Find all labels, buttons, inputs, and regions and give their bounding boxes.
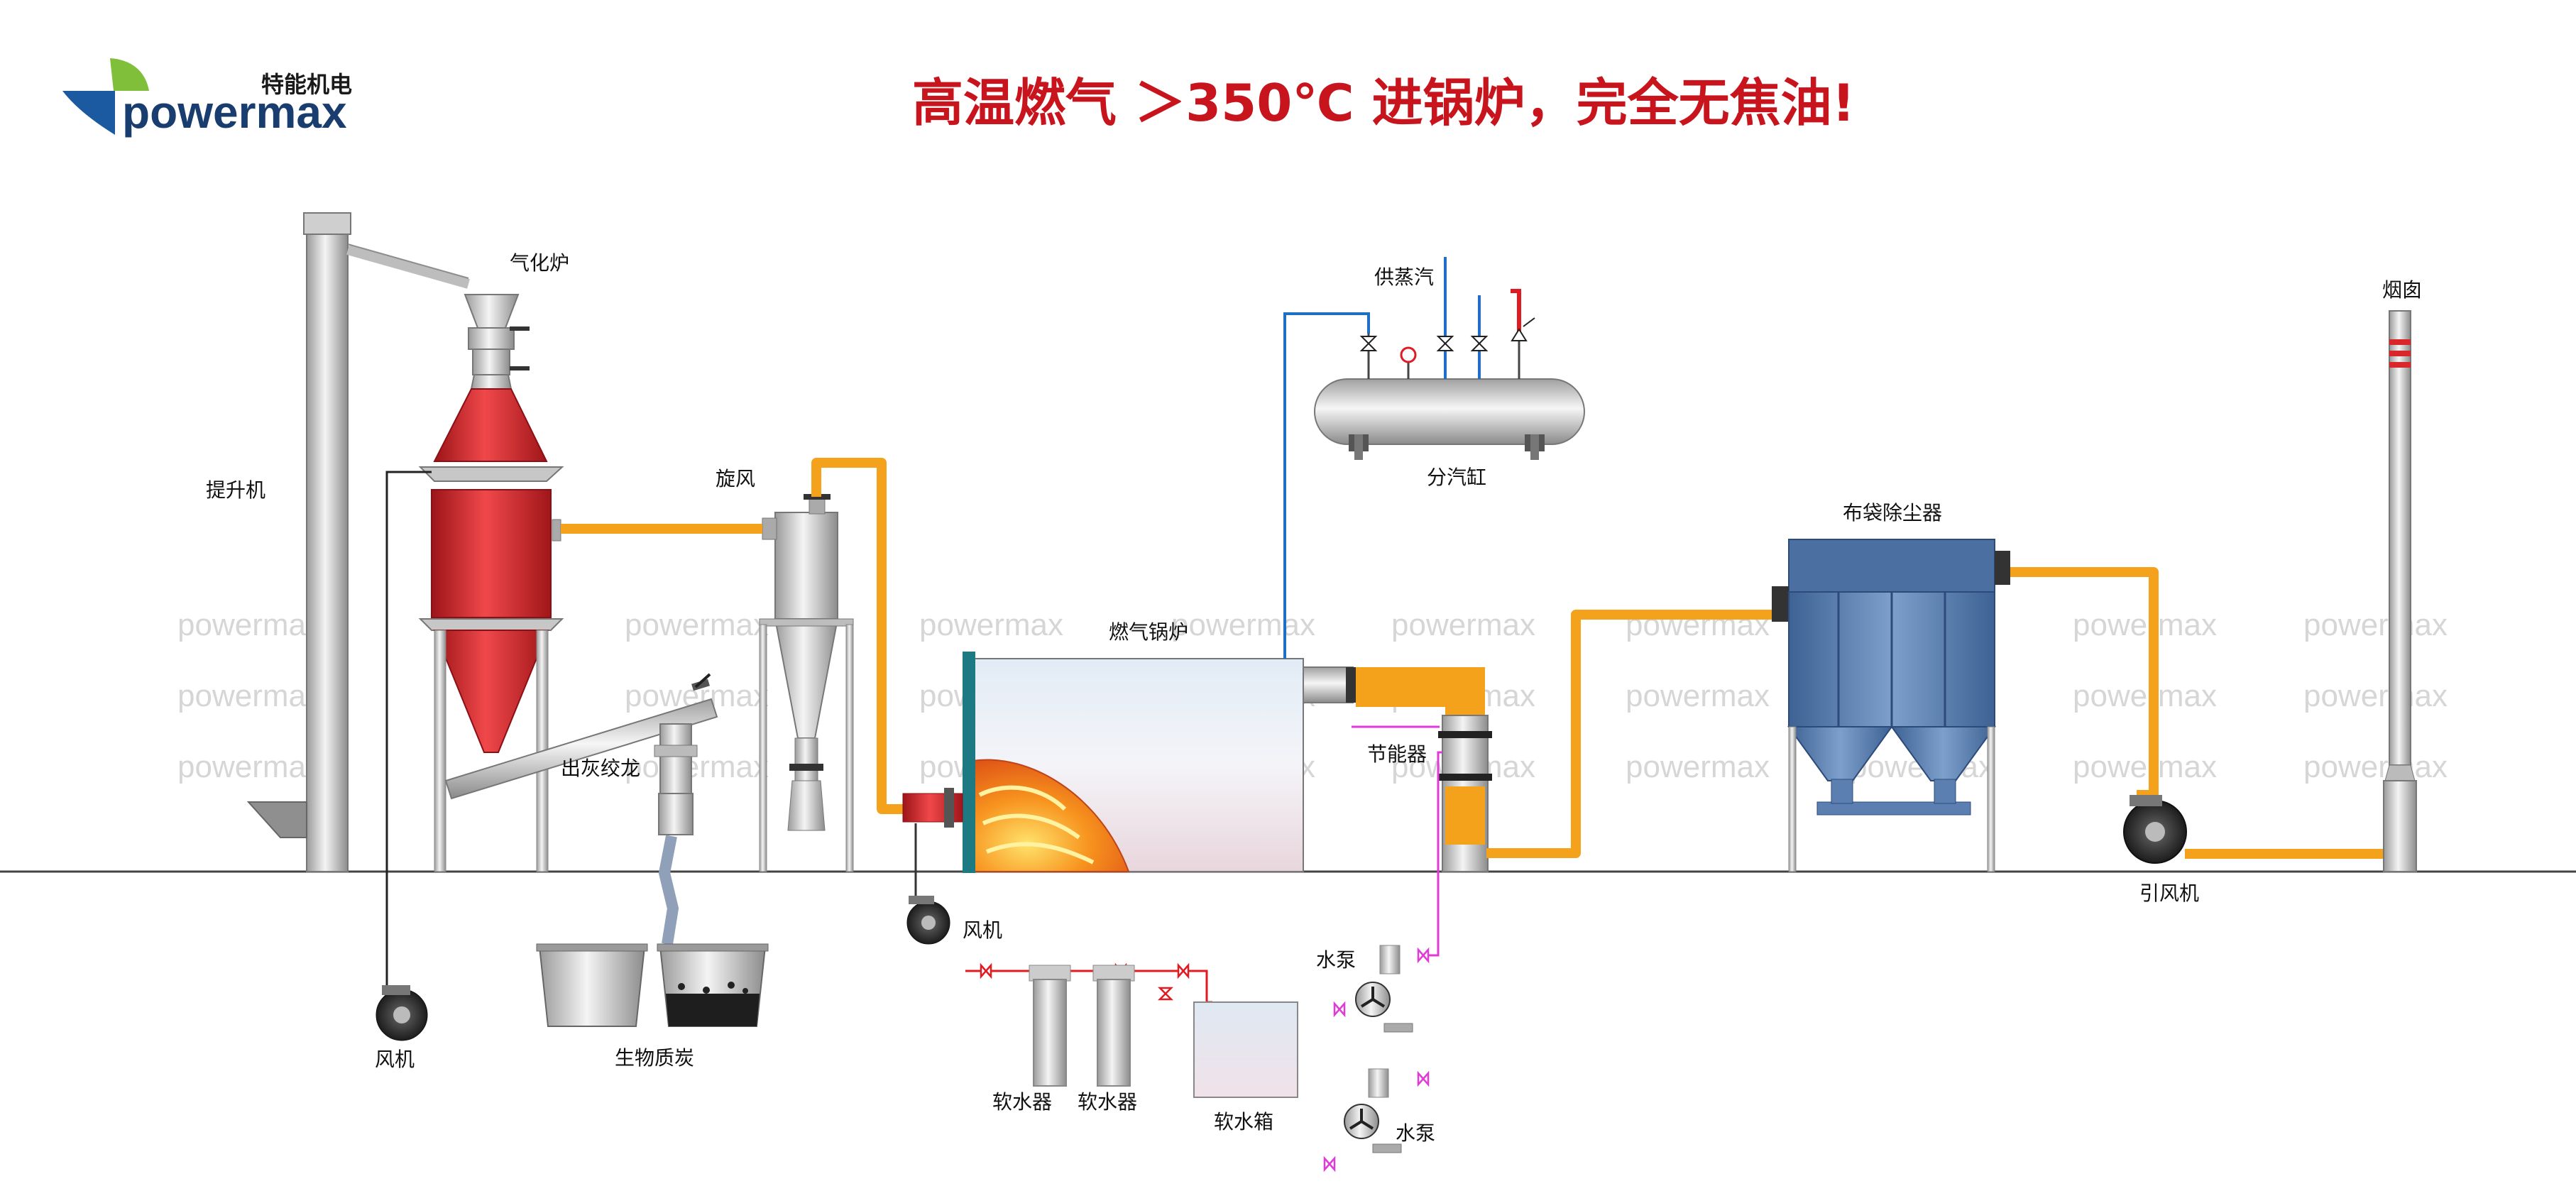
water-softener-2: [1092, 965, 1135, 1087]
watermark-text: powermax: [1391, 608, 1535, 642]
cyclone: [759, 494, 854, 872]
label-softener-1: 软水器: [992, 1090, 1052, 1114]
watermark-text: powermax: [177, 750, 322, 784]
fan-boiler-icon: [906, 896, 950, 945]
label-biochar: 生物质炭: [615, 1046, 694, 1070]
induced-draft-fan: [2123, 795, 2187, 864]
watermark-text: powermax: [625, 608, 769, 642]
watermark-text: powermax: [1626, 750, 1770, 784]
brand-logo: 特能机电 powermax: [62, 58, 352, 138]
bucket-elevator: [246, 212, 470, 872]
watermark-text: powermax: [1171, 608, 1315, 642]
steam-line: [1283, 312, 1370, 659]
brand-name-cn: 特能机电: [261, 71, 352, 98]
label-steam-header: 分汽缸: [1427, 466, 1486, 489]
water-line-red: [965, 970, 1212, 1004]
label-cyclone: 旋风: [716, 467, 755, 490]
chimney: [2383, 310, 2417, 872]
label-pump-2: 水泵: [1396, 1121, 1435, 1145]
gas-boiler: [902, 652, 1304, 873]
label-chimney: 烟囱: [2382, 278, 2422, 302]
fan-left-icon: [376, 985, 428, 1041]
watermark-text: powermax: [2073, 750, 2217, 784]
pump-1: [1355, 945, 1413, 1033]
soft-water-tank: [1193, 1001, 1298, 1098]
watermark-text: powermax: [2073, 608, 2217, 642]
label-ash-screw: 出灰绞龙: [561, 757, 640, 780]
label-fan-boiler: 风机: [963, 918, 1002, 942]
label-pump-1: 水泵: [1316, 948, 1356, 972]
air-line-left: [385, 471, 432, 994]
watermark-text: powermax: [2303, 679, 2448, 713]
pipe-gasifier-cyclone: [561, 524, 762, 534]
label-elevator: 提升机: [206, 478, 265, 502]
water-softener-1: [1029, 965, 1071, 1087]
watermark-text: powermax: [177, 679, 322, 713]
label-soft-tank: 软水箱: [1214, 1110, 1273, 1133]
watermark-text: powermax: [2303, 750, 2448, 784]
watermark-text: powermax: [2073, 679, 2217, 713]
watermark-text: powermax: [919, 608, 1063, 642]
economizer: [1303, 666, 1492, 872]
feedwater-valves: [1323, 947, 1430, 1173]
pipe-cyclone-boiler: [811, 458, 916, 814]
brand-name-en: powermax: [122, 87, 347, 138]
page-headline: 高温燃气 ＞350℃ 进锅炉，完全无焦油!: [912, 73, 1855, 133]
logo-leaf-green: [110, 58, 149, 91]
label-id-fan: 引风机: [2139, 882, 2199, 905]
pipe-idfan-chimney: [2185, 849, 2384, 859]
label-gasifier: 气化炉: [510, 251, 569, 275]
biochar-bins: [536, 943, 769, 1027]
watermark-text: powermax: [1626, 679, 1770, 713]
ash-screw-conveyor: [444, 673, 718, 945]
pipe-economizer-filter: [1486, 610, 1775, 858]
label-boiler: 燃气锅炉: [1109, 620, 1188, 644]
logo-swoosh-blue: [62, 91, 115, 135]
watermark-text: powermax: [177, 608, 322, 642]
label-steam-supply: 供蒸汽: [1374, 265, 1434, 289]
watermark-text: powermax: [2303, 608, 2448, 642]
bag-filter: [1772, 539, 2010, 872]
label-softener-2: 软水器: [1078, 1090, 1137, 1114]
steam-header: [1314, 257, 1585, 460]
label-economizer: 节能器: [1367, 742, 1427, 766]
pump-2: [1344, 1068, 1402, 1153]
label-fan-left: 风机: [375, 1048, 415, 1071]
label-bag-filter: 布袋除尘器: [1843, 501, 1942, 525]
